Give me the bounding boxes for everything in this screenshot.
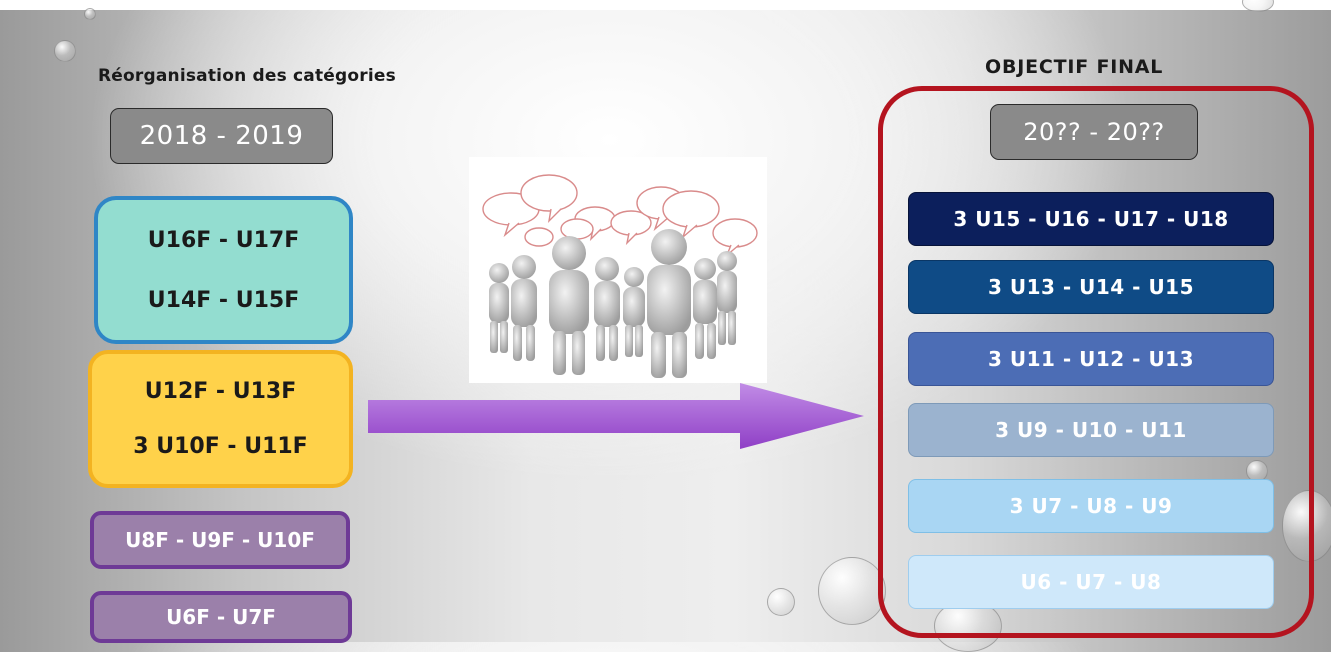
bubble-decoration (54, 40, 76, 62)
objectif-final-title: OBJECTIF FINAL (985, 56, 1164, 78)
category-line: U14F - U15F (147, 287, 300, 313)
category-group-u10-u13: U12F - U13F 3 U10F - U11F (88, 350, 353, 488)
category-line: 3 U10F - U11F (133, 434, 308, 459)
category-line: U6F - U7F (166, 605, 276, 629)
season-target-label: 20?? - 20?? (990, 104, 1198, 160)
bubble-decoration (84, 8, 96, 20)
category-line: U8F - U9F - U10F (125, 528, 315, 552)
category-line: U16F - U17F (147, 227, 300, 253)
category-group-u8-u10: U8F - U9F - U10F (90, 511, 350, 569)
bubble-decoration (1282, 490, 1331, 562)
top-strip (0, 0, 1331, 10)
category-group-u14-u17: U16F - U17F U14F - U15F (94, 196, 353, 344)
tier-u11-u13: 3 U11 - U12 - U13 (908, 332, 1274, 386)
reorganisation-title: Réorganisation des catégories (98, 66, 396, 86)
people-talking-image (469, 157, 767, 383)
tier-u15-u18: 3 U15 - U16 - U17 - U18 (908, 192, 1274, 246)
bubble-decoration (767, 588, 795, 616)
bubble-decoration (1242, 0, 1274, 12)
objective-frame (878, 86, 1314, 638)
tier-u7-u9: 3 U7 - U8 - U9 (908, 479, 1274, 533)
category-line: U12F - U13F (144, 379, 297, 404)
season-2018-label: 2018 - 2019 (110, 108, 333, 164)
tier-u6-u8: U6 - U7 - U8 (908, 555, 1274, 609)
tier-u9-u11: 3 U9 - U10 - U11 (908, 403, 1274, 457)
bubble-decoration (818, 557, 886, 625)
people-talking-icon (482, 174, 758, 378)
tier-u13-u15: 3 U13 - U14 - U15 (908, 260, 1274, 314)
category-group-u6-u7: U6F - U7F (90, 591, 352, 643)
transition-arrow (368, 383, 864, 449)
